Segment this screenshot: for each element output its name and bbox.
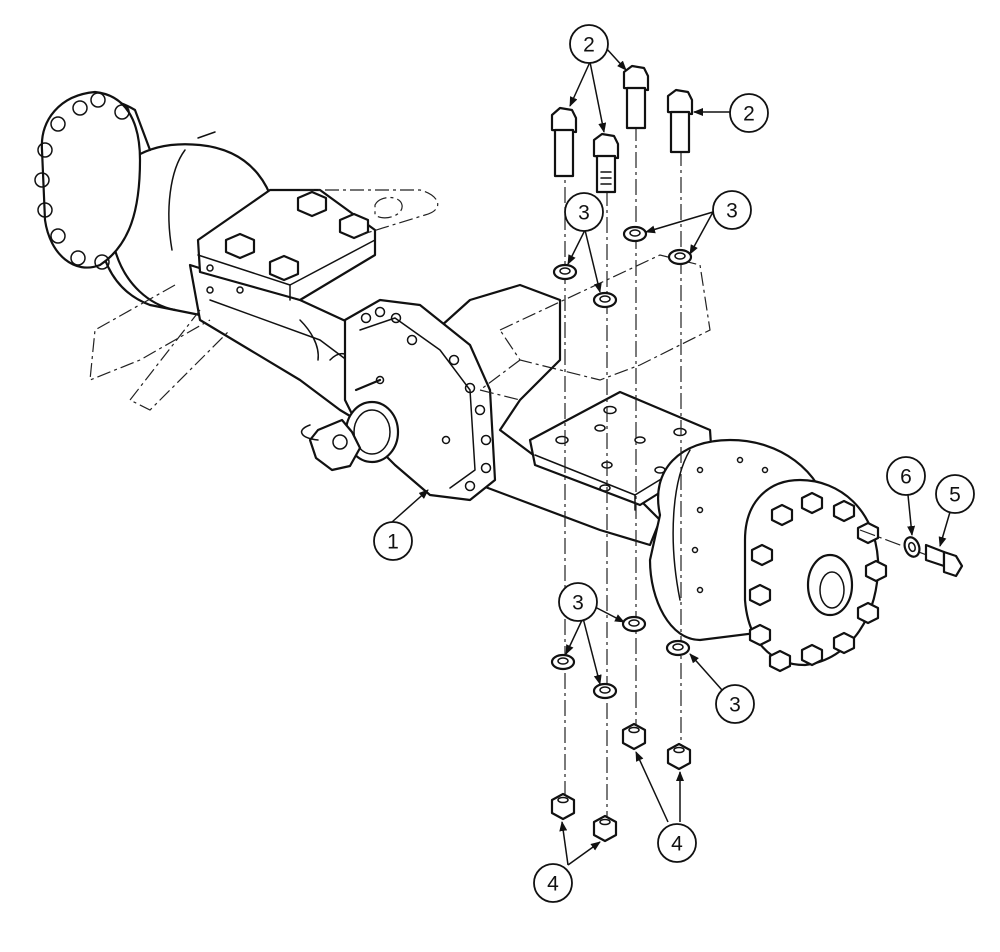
washer — [552, 263, 578, 281]
callout-3-lower-right: 3 — [715, 684, 755, 724]
callout-3-label: 3 — [572, 592, 584, 615]
washer — [550, 653, 576, 671]
nut-set — [550, 722, 692, 843]
nut — [592, 814, 618, 843]
callout-4-left: 4 — [533, 863, 573, 903]
washer — [667, 248, 693, 266]
nut — [621, 722, 647, 751]
callout-6: 6 — [886, 456, 926, 496]
callout-1-label: 1 — [387, 531, 399, 554]
callout-1: 1 — [373, 521, 413, 561]
nut — [550, 792, 576, 821]
callout-2-right: 2 — [729, 93, 769, 133]
callout-3-lower-left: 3 — [558, 582, 598, 622]
callout-2-label: 2 — [743, 103, 755, 126]
bolt — [622, 64, 650, 130]
axle-housing — [34, 90, 888, 673]
bolt — [592, 132, 620, 194]
callout-5-label: 5 — [949, 484, 961, 507]
callout-4-right: 4 — [657, 823, 697, 863]
bolt — [550, 106, 578, 178]
hub-washer — [903, 536, 921, 558]
callout-leaders — [391, 47, 951, 866]
callout-4-label: 4 — [547, 873, 559, 896]
washer — [665, 639, 691, 657]
callout-3-upper-left: 3 — [564, 192, 604, 232]
washer — [592, 291, 618, 309]
left-mounting-pad — [196, 188, 377, 302]
phantom-frame-outline — [89, 189, 711, 411]
callout-3-label: 3 — [578, 202, 590, 225]
right-wheel-hub — [648, 438, 888, 673]
left-wheel-hub — [34, 90, 280, 320]
hub-bolt — [924, 543, 964, 578]
washer-set-top — [552, 225, 693, 309]
washer — [592, 682, 618, 700]
callout-3-label: 3 — [729, 694, 741, 717]
washer-set-bottom — [550, 615, 691, 700]
bolt-set-top — [550, 64, 694, 194]
callout-3-upper-right: 3 — [712, 190, 752, 230]
pinion-yoke — [300, 400, 400, 472]
washer — [621, 615, 647, 633]
washer — [622, 225, 648, 243]
callout-4-label: 4 — [671, 833, 683, 856]
callout-3-label: 3 — [726, 200, 738, 223]
bolt — [666, 88, 694, 154]
callout-2-label: 2 — [583, 34, 595, 57]
callout-2-top: 2 — [569, 24, 609, 64]
nut — [666, 742, 692, 771]
callout-6-label: 6 — [900, 466, 912, 489]
callout-5: 5 — [935, 474, 975, 514]
